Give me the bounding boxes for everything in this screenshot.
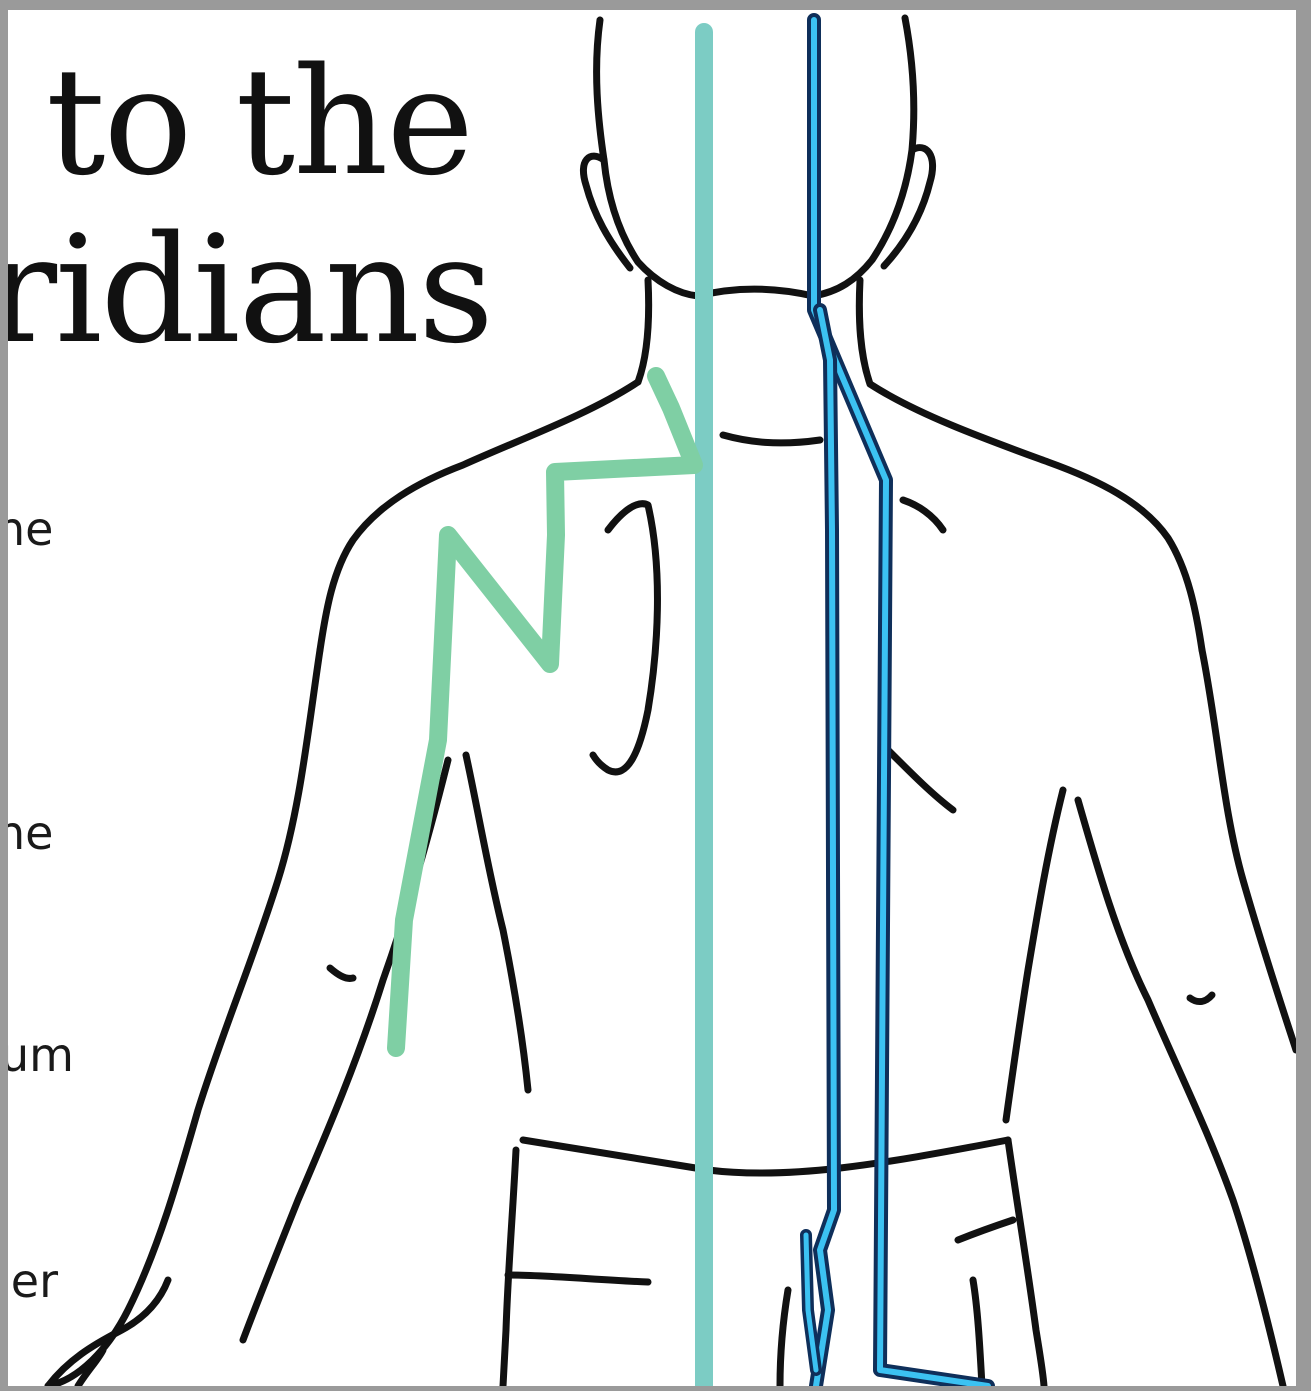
blue-meridian-lines <box>806 20 988 1386</box>
slide-frame: to the ridians ne ne um ler <box>8 10 1296 1386</box>
body-outline <box>48 18 1296 1386</box>
body-back-illustration <box>8 10 1296 1386</box>
